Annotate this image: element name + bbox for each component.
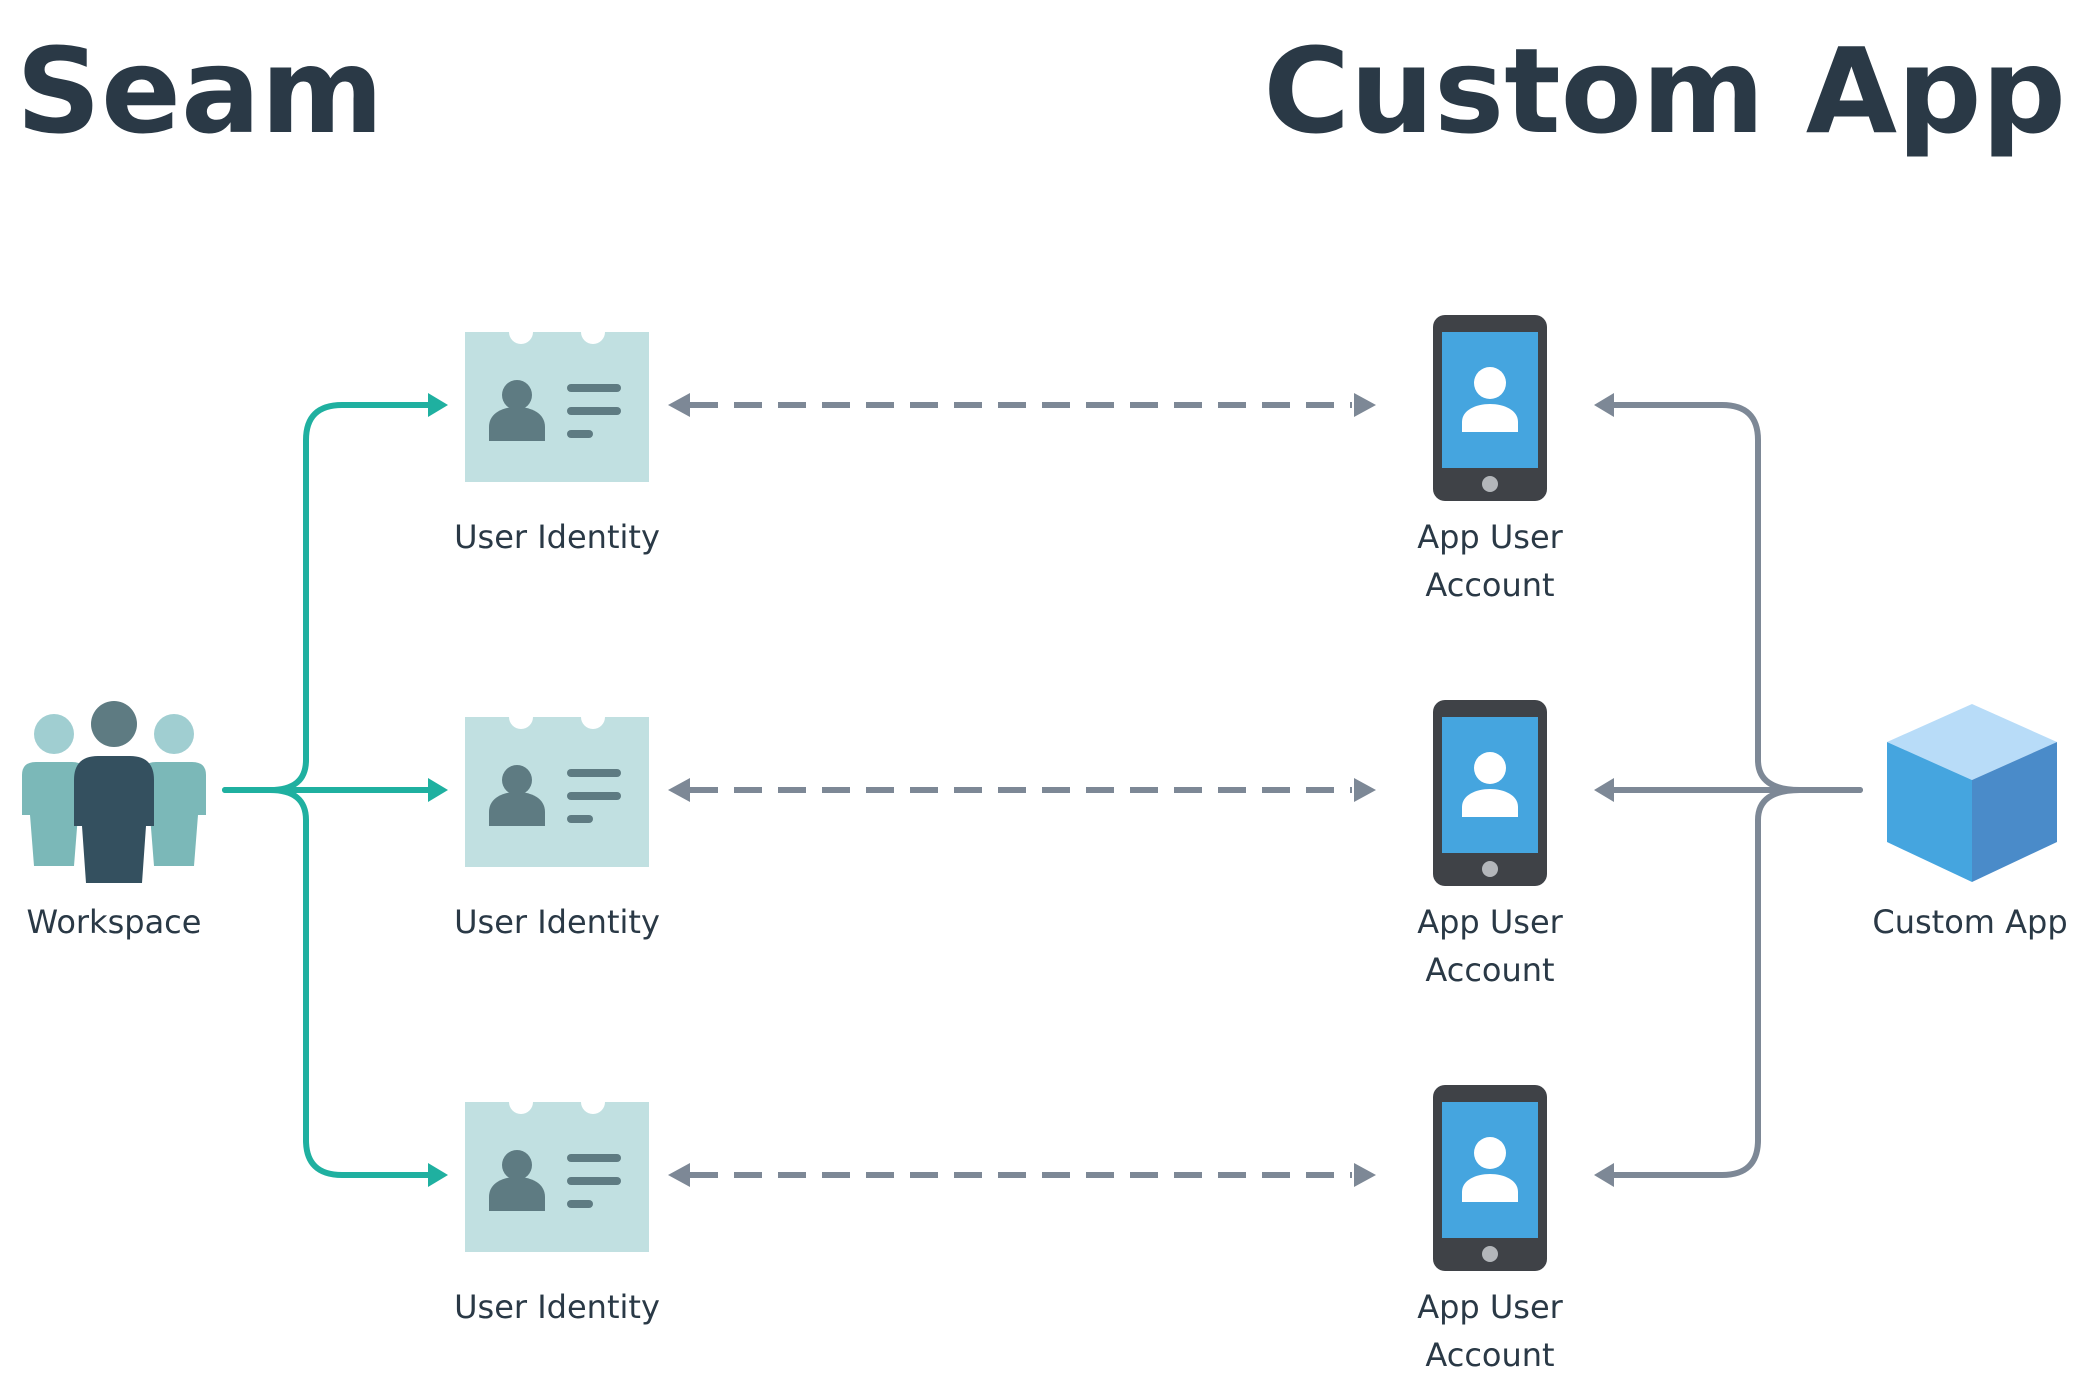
- app-user-account-label-line1: App User: [1417, 1288, 1563, 1326]
- cube-icon: [1887, 704, 2057, 882]
- account-arrowheads: [1594, 393, 1614, 1187]
- smartphone-user-icon: [1433, 700, 1547, 886]
- dashed-link-2: [668, 778, 1376, 802]
- app-user-account-node: App User Account: [1417, 700, 1564, 989]
- app-user-account-label-line2: Account: [1425, 1336, 1554, 1374]
- workspace-label: Workspace: [27, 903, 202, 941]
- user-identity-node: User Identity: [454, 717, 660, 941]
- people-group-icon: [22, 701, 206, 883]
- identity-account-links: [668, 393, 1376, 1187]
- app-user-account-label-line2: Account: [1425, 566, 1554, 604]
- seam-heading: Seam: [16, 22, 384, 160]
- app-user-account-label-line2: Account: [1425, 951, 1554, 989]
- app-user-account-node: App User Account: [1417, 315, 1564, 604]
- app-user-account-node: App User Account: [1417, 1085, 1564, 1374]
- user-identity-node: User Identity: [454, 332, 660, 556]
- smartphone-user-icon: [1433, 1085, 1547, 1271]
- id-card-icon: [465, 332, 649, 482]
- dashed-link-1: [668, 393, 1376, 417]
- workspace-node: Workspace: [22, 701, 206, 941]
- user-identity-label: User Identity: [454, 903, 660, 941]
- workspace-to-identity-connectors: [222, 402, 433, 1178]
- custom-app-label: Custom App: [1872, 903, 2067, 941]
- app-user-account-label-line1: App User: [1417, 518, 1563, 556]
- app-to-account-connectors: [1609, 402, 1863, 1178]
- app-user-account-label-line1: App User: [1417, 903, 1563, 941]
- user-identity-node: User Identity: [454, 1102, 660, 1326]
- identity-arrowheads: [428, 393, 448, 1187]
- id-card-icon: [465, 717, 649, 867]
- id-card-icon: [465, 1102, 649, 1252]
- user-identity-label: User Identity: [454, 518, 660, 556]
- smartphone-user-icon: [1433, 315, 1547, 501]
- user-identity-label: User Identity: [454, 1288, 660, 1326]
- custom-app-node: Custom App: [1872, 704, 2068, 941]
- dashed-link-3: [668, 1163, 1376, 1187]
- custom-app-heading: Custom App: [1263, 22, 2066, 160]
